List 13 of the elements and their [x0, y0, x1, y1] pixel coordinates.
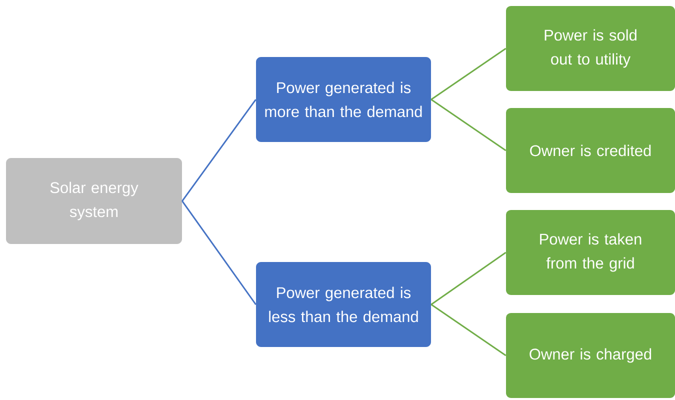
- outcome-box: Owner is charged: [506, 313, 675, 398]
- connector-line: [430, 48, 506, 100]
- system-box: Solar energy system: [6, 158, 182, 244]
- condition-box: Power generated is more than the demand: [256, 57, 431, 142]
- connector-line: [430, 98, 506, 152]
- outcome-box: Power is sold out to utility: [506, 6, 675, 91]
- outcome-box: Power is taken from the grid: [506, 210, 675, 295]
- connector-line: [430, 304, 506, 356]
- connector-line: [182, 200, 256, 305]
- connector-line: [430, 252, 506, 306]
- connector-line: [182, 99, 256, 202]
- condition-box: Power generated is less than the demand: [256, 262, 431, 347]
- outcome-box: Owner is credited: [506, 108, 675, 193]
